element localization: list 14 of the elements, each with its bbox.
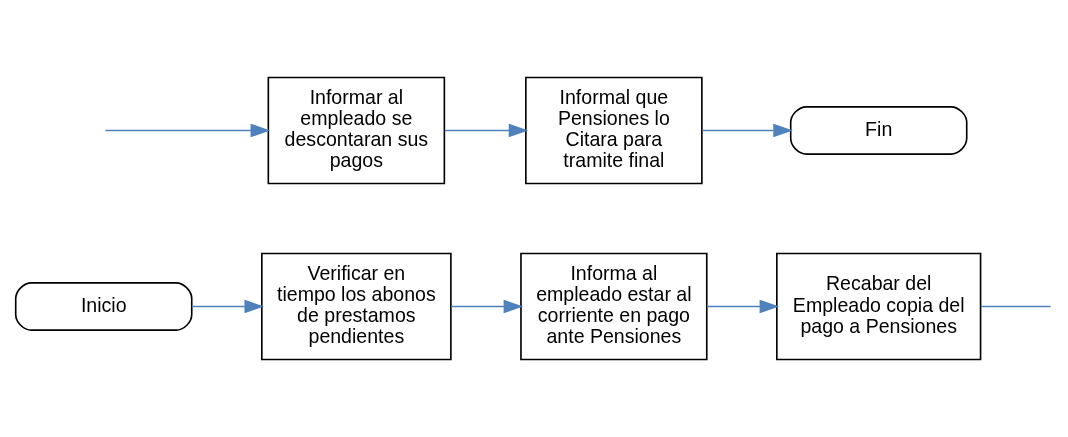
node-box: Fin xyxy=(789,106,968,155)
arrow xyxy=(191,299,265,314)
arrow xyxy=(104,123,271,138)
node-box: Inicio xyxy=(14,282,193,331)
node-box: Informal que Pensiones lo Citara para tramite final xyxy=(525,76,703,185)
node-box: Recabar del Empleado copia del pago a Pensiones xyxy=(776,252,982,361)
arrow xyxy=(701,123,793,138)
arrow xyxy=(706,299,780,314)
connector xyxy=(980,305,1052,308)
arrow xyxy=(450,299,524,314)
node-box: Verificar en tiempo los abonos de prestamos pendientes xyxy=(261,252,452,361)
arrow xyxy=(443,123,529,138)
node-box: Informa al empleado estar al corriente en pago ante Pensiones xyxy=(520,252,708,361)
node-box: Informar al empleado se descontaran sus pagos xyxy=(267,76,446,185)
